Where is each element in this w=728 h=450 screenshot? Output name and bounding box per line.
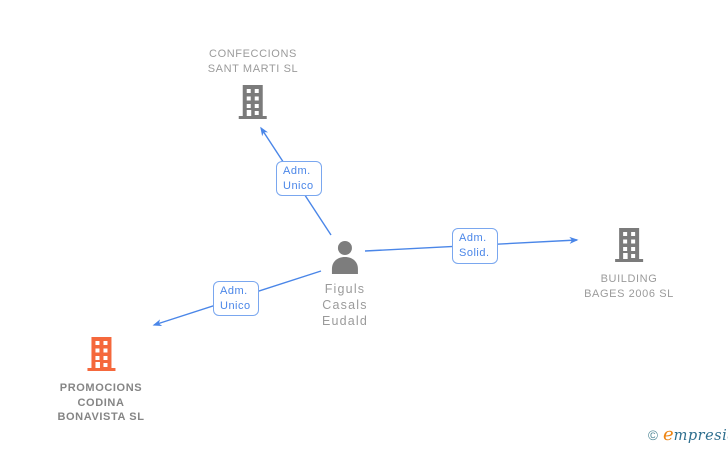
relation-label-line: Adm. <box>283 165 311 177</box>
relation-label-line: Solid. <box>459 247 490 259</box>
node-company-building-bages-2006[interactable]: BUILDING BAGES 2006 SL <box>584 228 674 301</box>
building-icon <box>239 85 267 119</box>
relation-label-line: Adm. <box>220 285 248 297</box>
node-company-promocions-codina-bonavista[interactable]: PROMOCIONS CODINA BONAVISTA SL <box>57 337 144 425</box>
node-company-confeccions-sant-marti[interactable]: CONFECCIONS SANT MARTI SL <box>208 47 299 119</box>
relation-label-line: Unico <box>220 300 251 312</box>
empresia-logo: © e mpresia <box>648 424 728 445</box>
relation-label-line: Unico <box>283 180 314 192</box>
relation-label-adm-unico-left: Adm. Unico <box>213 281 259 316</box>
person-icon <box>332 241 358 274</box>
relation-label-adm-solid: Adm. Solid. <box>452 228 498 264</box>
relation-label-adm-unico-top: Adm. Unico <box>276 161 322 196</box>
building-icon <box>615 228 643 262</box>
relation-label-line: Adm. <box>459 232 487 244</box>
company-name: CONFECCIONS SANT MARTI SL <box>207 48 299 75</box>
copyright-icon: © <box>648 428 658 443</box>
person-name: Figuls Casals Eudald <box>321 282 369 328</box>
building-icon <box>87 337 115 371</box>
node-person-figuls-casals-eudald[interactable]: Figuls Casals Eudald <box>322 241 368 329</box>
company-name: BUILDING BAGES 2006 SL <box>584 273 674 300</box>
brand-initial: e <box>662 424 674 445</box>
company-name: PROMOCIONS CODINA BONAVISTA SL <box>57 382 145 423</box>
brand-name: mpresia <box>673 428 728 444</box>
